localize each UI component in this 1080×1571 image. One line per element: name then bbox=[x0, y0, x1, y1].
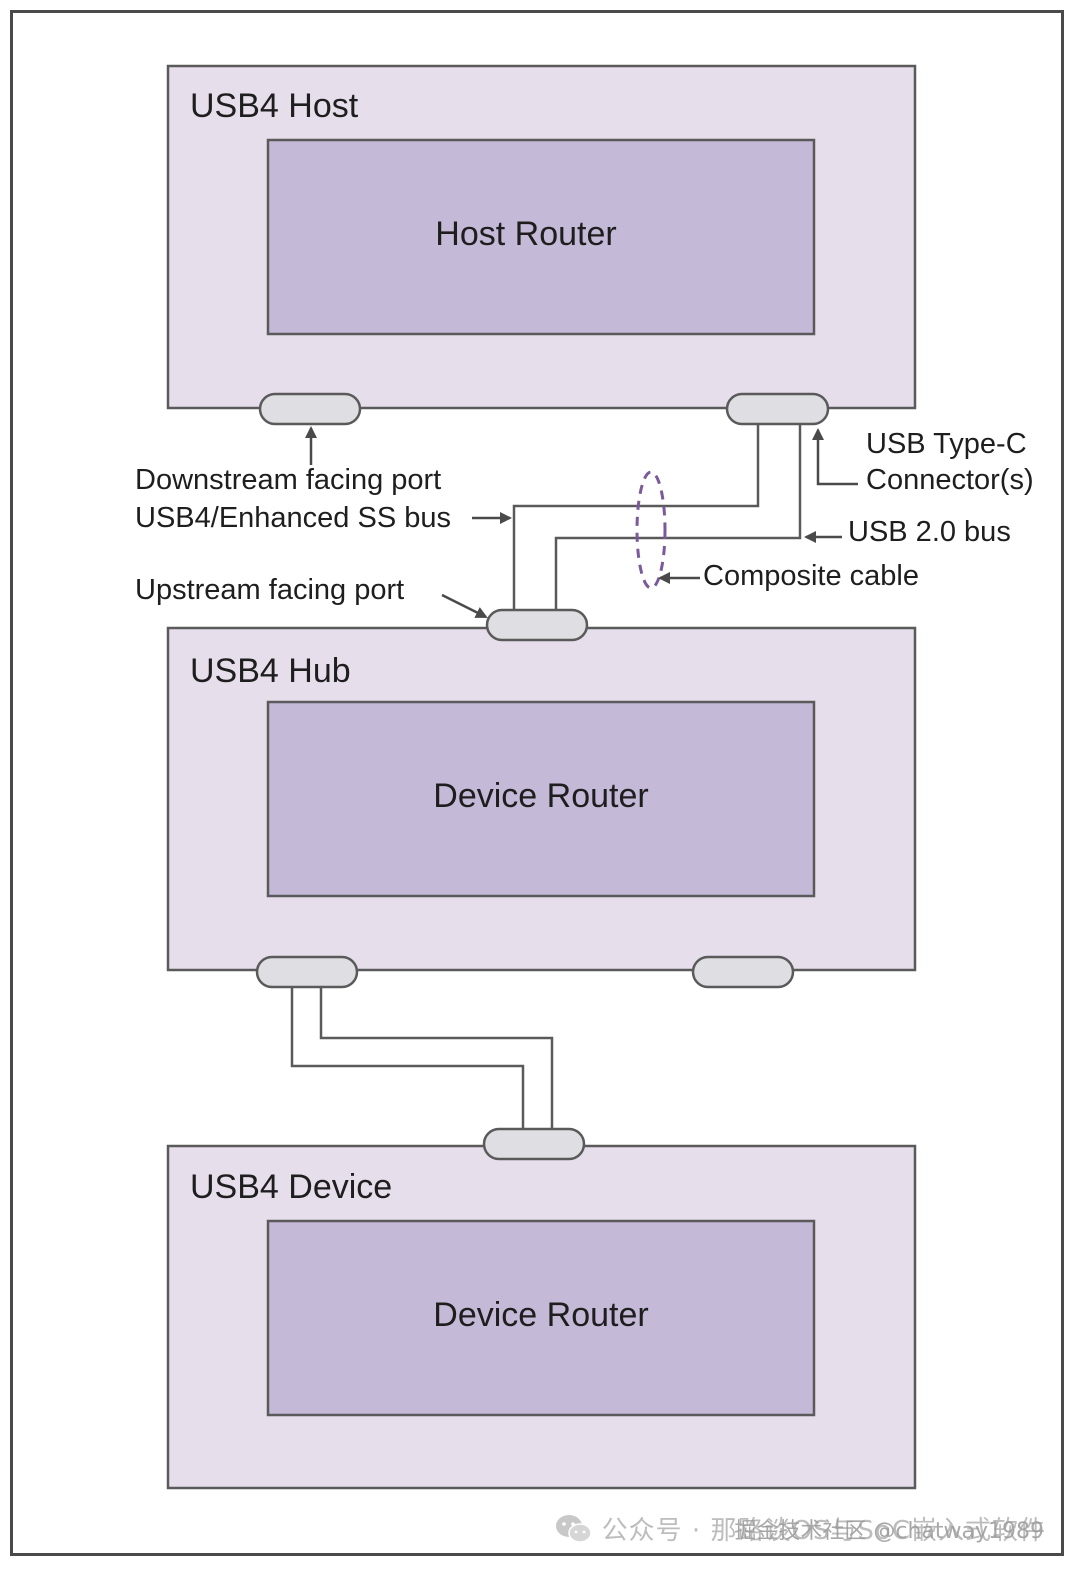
device-upstream-port bbox=[482, 1127, 586, 1161]
device-router-box bbox=[266, 1219, 816, 1417]
usb4-host-box: USB4 Host Host Router bbox=[166, 64, 917, 410]
host-router-box bbox=[266, 138, 816, 336]
type-c-label-line2: Connector(s) bbox=[866, 464, 1034, 496]
downstream-port-label: Downstream facing port bbox=[135, 464, 441, 496]
type-c-connector-arrow bbox=[812, 428, 858, 486]
device-router-label: Device Router bbox=[433, 1296, 648, 1334]
type-c-label-line1: USB Type-C bbox=[866, 428, 1027, 460]
watermark-text: 公众号 · 那路谈OS与SoC嵌入式软件 bbox=[601, 1516, 1046, 1546]
enhanced-ss-bus-label: USB4/Enhanced SS bus bbox=[135, 502, 451, 534]
usb4-device-title: USB4 Device bbox=[190, 1168, 392, 1206]
host-right-port bbox=[725, 392, 830, 426]
hub-downstream-port-right bbox=[691, 955, 795, 989]
upstream-port-arrow bbox=[441, 593, 488, 619]
hub-device-router-label: Device Router bbox=[433, 777, 648, 815]
upstream-port-label: Upstream facing port bbox=[135, 574, 404, 606]
wechat-icon bbox=[555, 1514, 592, 1543]
annotation-arrows bbox=[305, 426, 858, 619]
usb4-device-box: USB4 Device Device Router bbox=[166, 1144, 917, 1490]
usb4-hub-title: USB4 Hub bbox=[190, 652, 351, 690]
watermark: 公众号 · 那路谈OS与SoC嵌入式软件 bbox=[554, 1510, 1046, 1547]
watermark-overlay: 掘金技术社区 @chatway1989 bbox=[734, 1519, 1044, 1544]
usb4-hub-box: USB4 Hub Device Router bbox=[166, 626, 917, 972]
composite-cable-label: Composite cable bbox=[703, 560, 919, 592]
hub-downstream-port-left bbox=[255, 955, 359, 989]
host-router-label: Host Router bbox=[435, 215, 616, 253]
hub-upstream-port bbox=[485, 608, 589, 642]
composite-cable-host-hub bbox=[512, 420, 802, 612]
cable-hub-device bbox=[290, 984, 554, 1130]
usb2-bus-label: USB 2.0 bus bbox=[848, 516, 1011, 548]
composite-cable-loop bbox=[635, 470, 667, 590]
host-downstream-port bbox=[258, 392, 362, 426]
hub-device-router-box bbox=[266, 700, 816, 898]
diagram-frame bbox=[10, 10, 1064, 1556]
usb4-host-title: USB4 Host bbox=[190, 87, 359, 125]
